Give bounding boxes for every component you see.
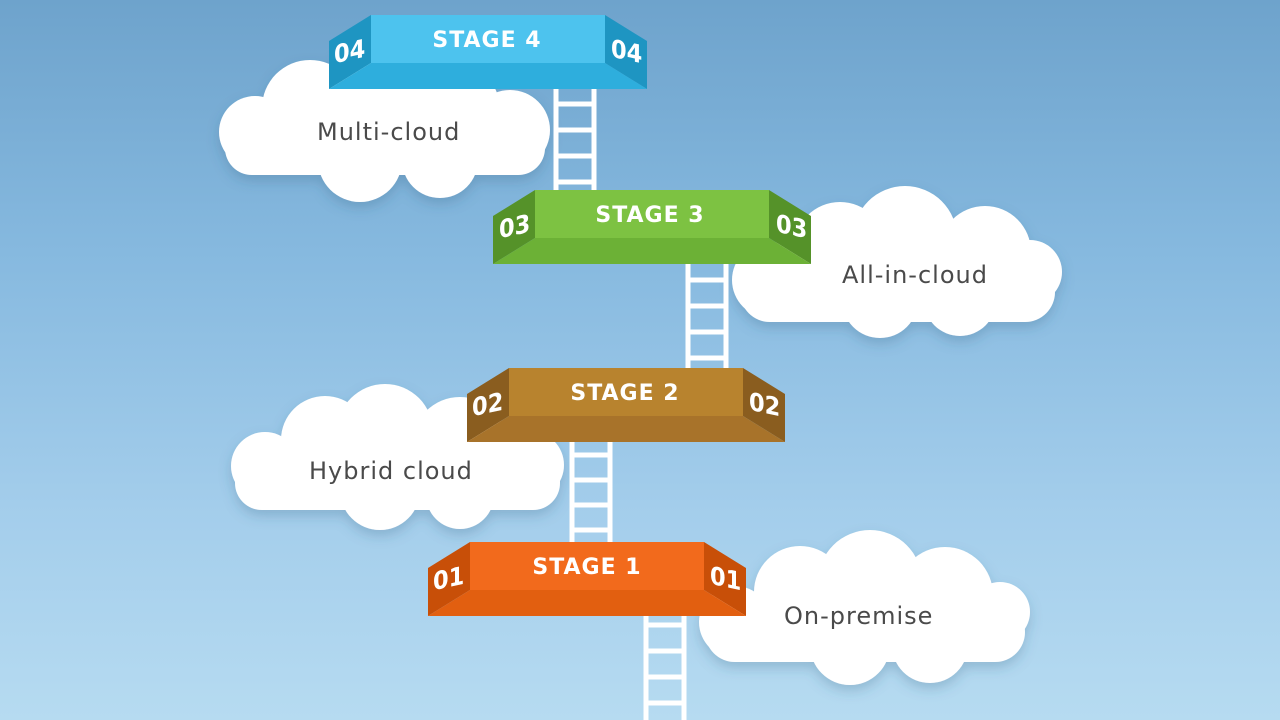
stage-4-label: Multi-cloud bbox=[317, 118, 461, 146]
stage-3-left-face bbox=[493, 190, 535, 264]
stage-1-label: On-premise bbox=[784, 602, 934, 630]
stage-2-title: STAGE 2 bbox=[570, 381, 680, 406]
stage-4-right-face bbox=[605, 15, 647, 89]
stage-1-block bbox=[428, 542, 746, 616]
stage-2-label: Hybrid cloud bbox=[309, 457, 473, 485]
stage-4-left-face bbox=[329, 15, 371, 89]
ladder-3-to-4 bbox=[553, 75, 597, 197]
stage-3-block bbox=[493, 190, 811, 264]
ladder-2-to-3 bbox=[685, 251, 729, 375]
stage-4-block bbox=[329, 15, 647, 89]
stage-3-right-face bbox=[769, 190, 811, 264]
stage-1-title: STAGE 1 bbox=[532, 555, 642, 580]
stage-4-bottom-face bbox=[329, 63, 647, 89]
stage-1-right-face bbox=[704, 542, 746, 616]
stage-3-title: STAGE 3 bbox=[595, 203, 705, 228]
stage-2-bottom-face bbox=[467, 416, 785, 442]
stage-3-bottom-face bbox=[493, 238, 811, 264]
stage-1-top-face bbox=[470, 542, 704, 590]
stage-2-block bbox=[467, 368, 785, 442]
cloud-stage-1 bbox=[699, 530, 1030, 685]
stage-2-left-face bbox=[467, 368, 509, 442]
stage-1-left-face bbox=[428, 542, 470, 616]
stage-2-right-face bbox=[743, 368, 785, 442]
stage-1-bottom-face bbox=[428, 590, 746, 616]
stage-blocks bbox=[329, 15, 811, 616]
stage-2-top-face bbox=[509, 368, 743, 416]
stage-3-top-face bbox=[535, 190, 769, 238]
ladder-bottom bbox=[643, 599, 687, 720]
stage-4-top-face bbox=[371, 15, 605, 63]
stage-3-label: All-in-cloud bbox=[842, 261, 988, 289]
ladder-1-to-2 bbox=[569, 427, 613, 548]
stage-4-title: STAGE 4 bbox=[432, 28, 542, 53]
